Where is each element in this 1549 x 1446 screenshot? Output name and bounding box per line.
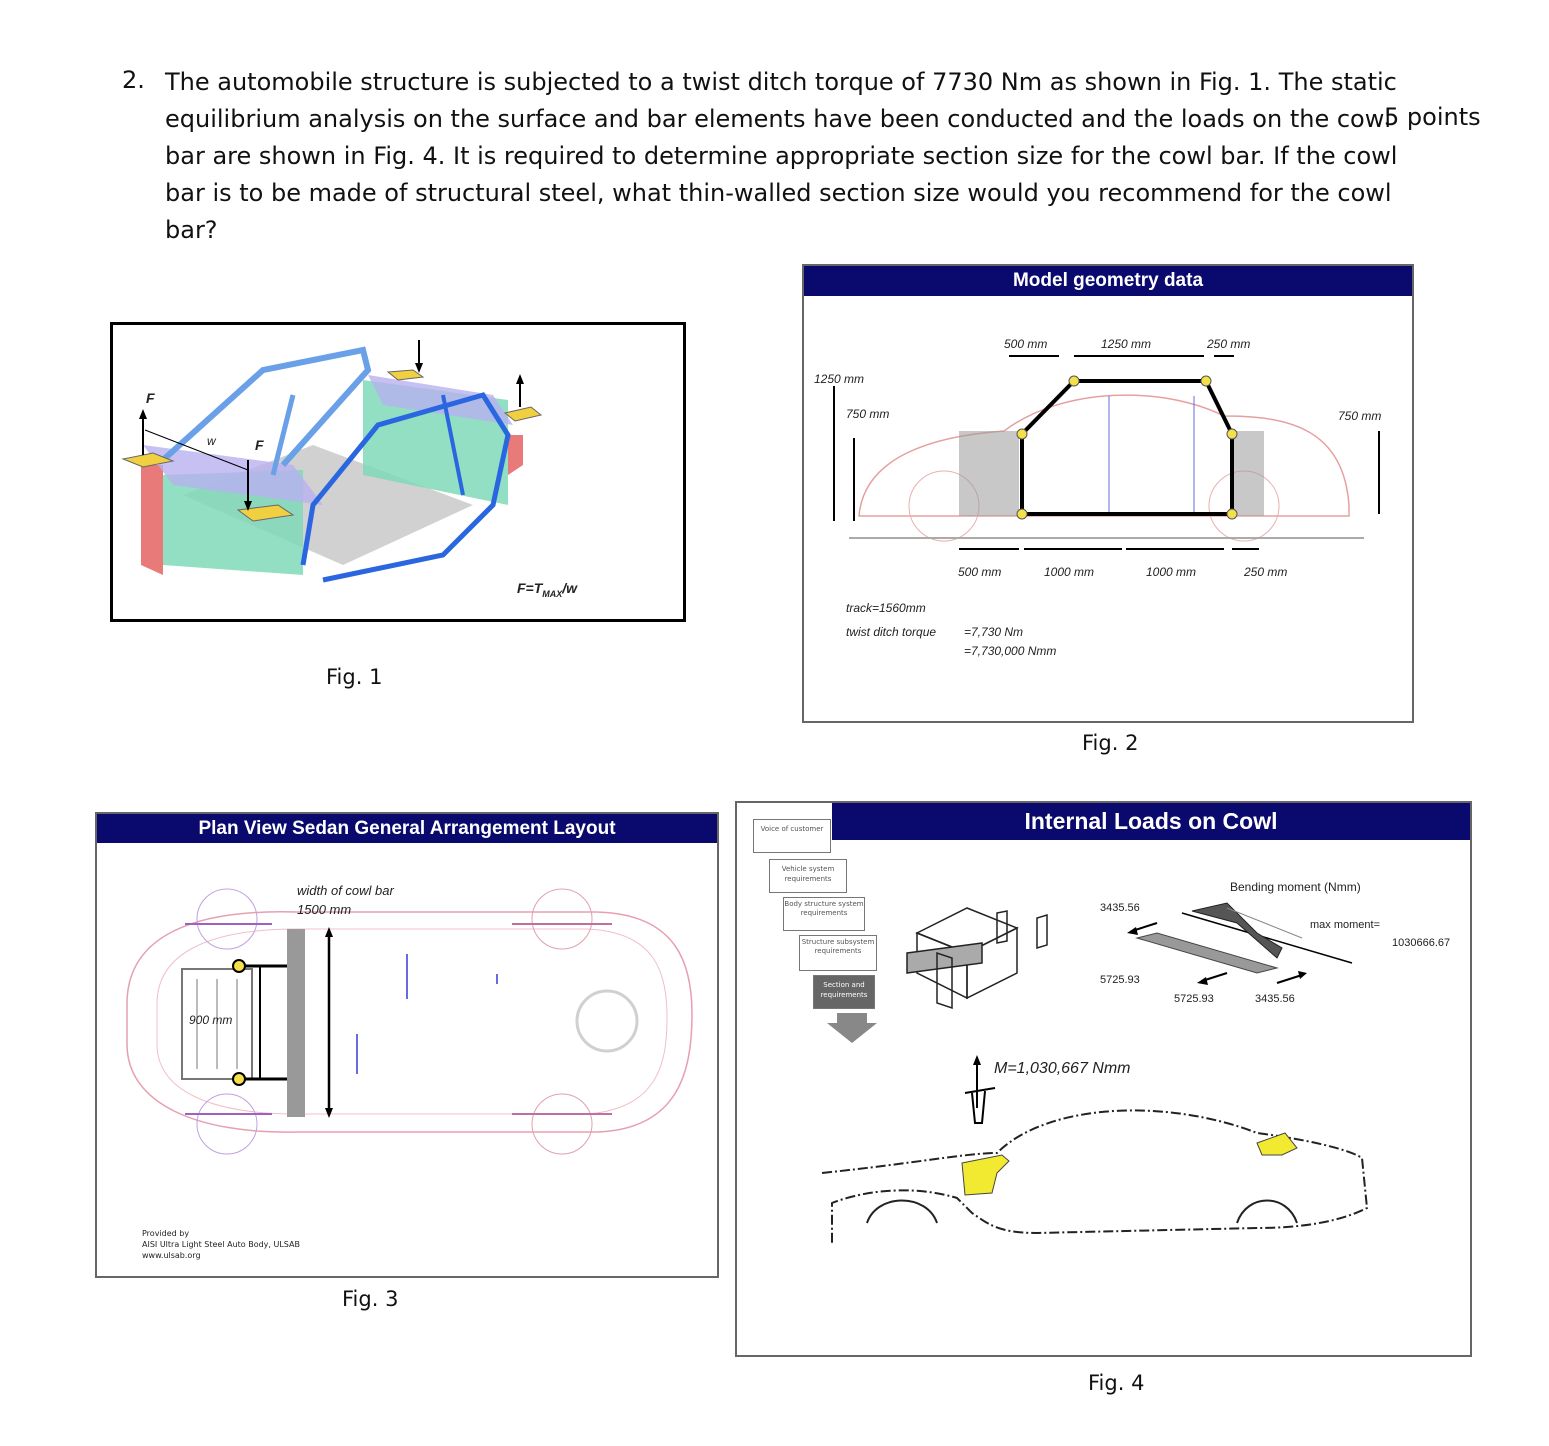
fig2-bottom-dim-2: 1000 mm	[1044, 565, 1094, 579]
fig2-top-dim-3: 250 mm	[1206, 337, 1250, 351]
fig3-panel: Plan View Sedan General Arrangement Layo…	[95, 812, 719, 1278]
car-plan-outline	[126, 911, 693, 1133]
car-side-outline	[821, 1109, 1369, 1243]
fig2-track: track=1560mm	[846, 601, 926, 615]
fig3-cowl-label-1: width of cowl bar	[297, 883, 394, 898]
fig2-left-dim-outer: 1250 mm	[814, 372, 864, 386]
question-line-1: The automobile structure is subjected to…	[165, 68, 1397, 96]
fig2-torque-nm: =7,730 Nm	[964, 625, 1023, 639]
engine-block	[181, 968, 253, 1080]
fig3-dim-900: 900 mm	[189, 1013, 232, 1027]
fig2-title: Model geometry data	[804, 266, 1412, 296]
flow-box-section: Section and requirements	[813, 975, 875, 1009]
fig4-moment: M=1,030,667 Nmm	[994, 1060, 1131, 1077]
pad-top	[386, 369, 425, 381]
fig4-load-bottom-2: 3435.56	[1255, 993, 1295, 1005]
pad-right	[503, 406, 543, 422]
cowl-panel-front	[143, 445, 323, 505]
fig1-formula: F=TMAX/w	[517, 580, 578, 599]
fig3-drawing: width of cowl bar 1500 mm 900 mm Provide…	[126, 883, 693, 1260]
w-dimension	[144, 429, 249, 471]
question-line-2: equilibrium analysis on the surface and …	[165, 105, 1392, 133]
side-panel-left	[141, 465, 163, 575]
blue-pillar	[441, 394, 465, 496]
fig4-bending-label: Bending moment (Nmm)	[1230, 880, 1361, 894]
fig4-load-top: 3435.56	[1100, 902, 1140, 914]
cowl-panel-rear	[368, 375, 513, 425]
fig3-provided-1: Provided by	[142, 1229, 189, 1238]
pillar-line	[270, 394, 296, 476]
blue-frame	[300, 392, 511, 583]
bending-moment-diagram	[1191, 902, 1283, 959]
fig2-torque-label: twist ditch torque	[846, 625, 936, 639]
fig3-title: Plan View Sedan General Arrangement Layo…	[97, 814, 717, 843]
flow-box-structure: Structure subsystem requirements	[799, 935, 877, 971]
pad-mid	[236, 504, 295, 522]
fig4-drawing: Bending moment (Nmm) max moment= 1030666…	[821, 880, 1450, 1243]
question-line-3: bar are shown in Fig. 4. It is required …	[165, 142, 1398, 170]
question-line-5: bar?	[165, 216, 218, 244]
cowl-bar	[287, 929, 305, 1117]
fig2-top-dim-2: 1250 mm	[1101, 337, 1151, 351]
fig1-f-left: F	[146, 390, 155, 406]
fig2-caption: Fig. 2	[1082, 731, 1139, 755]
fig2-bottom-dim-4: 250 mm	[1243, 565, 1287, 579]
fig2-left-dim-inner: 750 mm	[846, 407, 889, 421]
fig4-caption: Fig. 4	[1088, 1371, 1145, 1395]
fig1-frame: F F w F=TMAX/w	[110, 322, 686, 622]
fig2-bottom-dim-1: 500 mm	[958, 565, 1001, 579]
roof-cage	[160, 346, 372, 468]
fig4-max-moment-value: 1030666.67	[1392, 937, 1450, 949]
fig2-top-dim-1: 500 mm	[1004, 337, 1047, 351]
fig2-torque-nmm: =7,730,000 Nmm	[964, 644, 1056, 658]
fig1-drawing: F F w F=TMAX/w	[121, 340, 578, 599]
fig4-panel: Internal Loads on Cowl Voice of customer…	[735, 801, 1472, 1357]
fig2-right-dim: 750 mm	[1338, 409, 1381, 423]
question-text: The automobile structure is subjected to…	[165, 64, 1398, 249]
fig2-panel: Model geometry data 500 mm 1250 mm 250 m…	[802, 264, 1414, 723]
cowl-3d-sketch	[906, 907, 1048, 1010]
fig2-bottom-dim-3: 1000 mm	[1146, 565, 1196, 579]
fig1-f-mid: F	[255, 437, 264, 453]
flow-arrow	[827, 1013, 877, 1043]
fig4-load-bottom-1: 5725.93	[1174, 993, 1214, 1005]
question-number: 2.	[122, 66, 145, 94]
fig3-caption: Fig. 3	[342, 1287, 399, 1311]
question-line-4: bar is to be made of structural steel, w…	[165, 179, 1392, 207]
fig3-provided-3: www.ulsab.org	[142, 1251, 201, 1260]
fig1-caption: Fig. 1	[326, 665, 383, 689]
fig4-load-left: 5725.93	[1100, 974, 1140, 986]
frame-outline	[1020, 379, 1234, 516]
fig3-provided-2: AISI Ultra Light Steel Auto Body, ULSAB	[142, 1240, 300, 1249]
beam-strip	[1135, 932, 1279, 974]
fig2-drawing: 500 mm 1250 mm 250 mm 1250 mm 750 mm 750…	[814, 337, 1381, 658]
flow-box-vehicle: Vehicle system requirements	[769, 859, 847, 893]
cowl-yellow-front	[961, 1154, 1010, 1196]
fig4-max-moment-label: max moment=	[1310, 919, 1380, 931]
flow-box-voice: Voice of customer	[753, 819, 831, 853]
fig1-w: w	[207, 434, 217, 448]
cowl-yellow-rear	[1256, 1132, 1298, 1156]
side-panel-right	[508, 435, 523, 475]
car-outline	[858, 394, 1350, 517]
points-label: 5 points	[1384, 103, 1481, 131]
flow-box-body: Body structure system requirements	[783, 897, 865, 931]
fig3-cowl-label-2: 1500 mm	[297, 902, 351, 917]
fig4-title: Internal Loads on Cowl	[832, 803, 1470, 840]
